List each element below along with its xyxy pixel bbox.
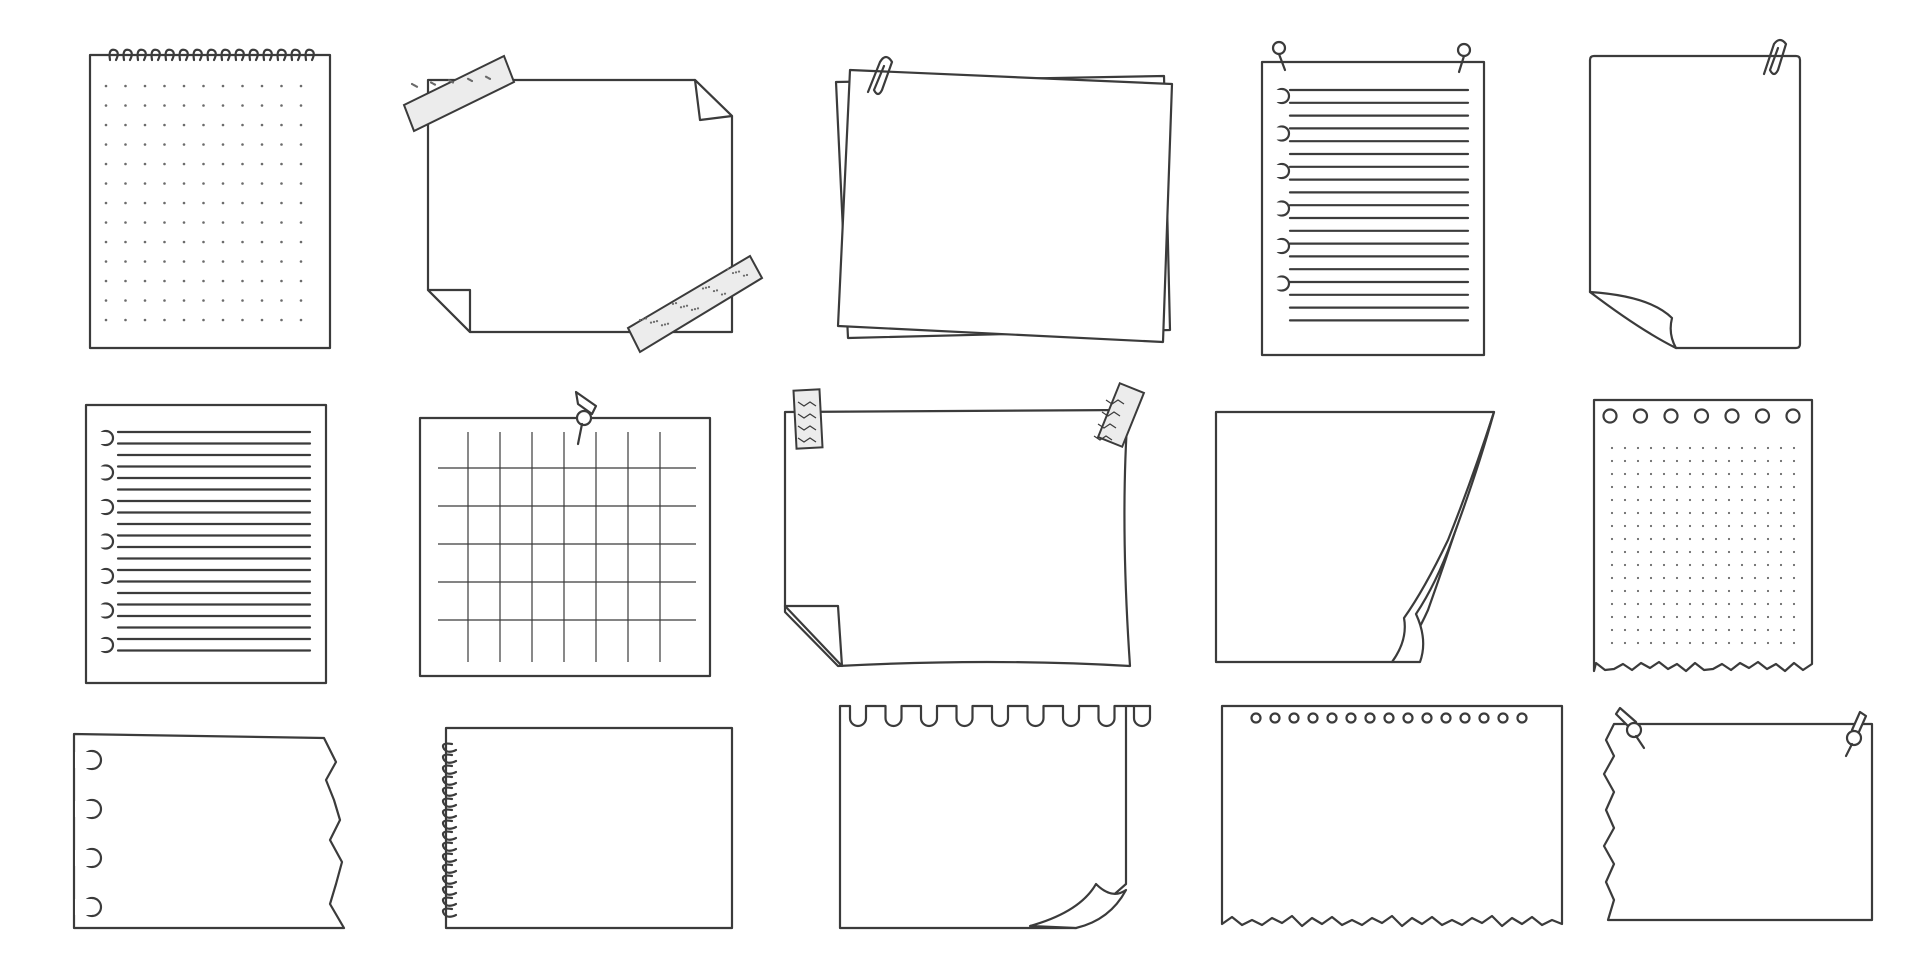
pinned-lined-binder-sheet (1260, 40, 1486, 357)
washi-tape-icon (626, 254, 764, 354)
pinned-torn-edge-note (1602, 706, 1874, 922)
torn-dot-grid-sheet (1592, 398, 1814, 673)
paperclip-icon (1762, 38, 1788, 76)
pushpin-icon (574, 390, 598, 446)
torn-top-curled-note (838, 704, 1152, 930)
ruled-lines (1288, 88, 1470, 322)
square-grid (438, 432, 696, 662)
dot-grid (104, 84, 303, 322)
zigzag-tape-icon (792, 388, 824, 450)
spiral-dot-grid-notepad (88, 48, 332, 350)
clipped-stacked-notes (834, 55, 1174, 344)
pushpin-icon (1271, 40, 1287, 72)
pushpin-icon (1844, 710, 1868, 758)
spiral-binding-icon (441, 742, 458, 918)
pinned-grid-note (418, 390, 712, 678)
binder-holes-icon (1267, 87, 1291, 292)
washi-tape-icon (402, 54, 516, 133)
side-spiral-notepad (441, 726, 734, 930)
clipped-curled-note (1588, 38, 1802, 350)
binder-holes-icon (91, 429, 115, 654)
ruled-lines (116, 430, 312, 652)
zigzag-tape-icon (1093, 381, 1146, 449)
torn-binder-scrap (72, 732, 346, 930)
dot-grid (1610, 446, 1796, 645)
page-curl-icon (1390, 410, 1496, 664)
taped-curled-note (402, 54, 764, 354)
pushpin-icon (1456, 42, 1472, 74)
torn-bottom-hole-punched-note (1220, 704, 1564, 928)
spiral-binding-icon (108, 48, 315, 62)
pushpin-icon (1614, 706, 1646, 750)
binder-holes-icon (75, 749, 103, 918)
taped-wavy-note (783, 381, 1146, 668)
big-curl-note (1214, 410, 1496, 664)
hole-punch-icon (1250, 712, 1528, 724)
binder-holes-icon (1602, 408, 1801, 424)
lined-binder-sheet (84, 403, 328, 685)
paperclip-icon (866, 55, 894, 96)
